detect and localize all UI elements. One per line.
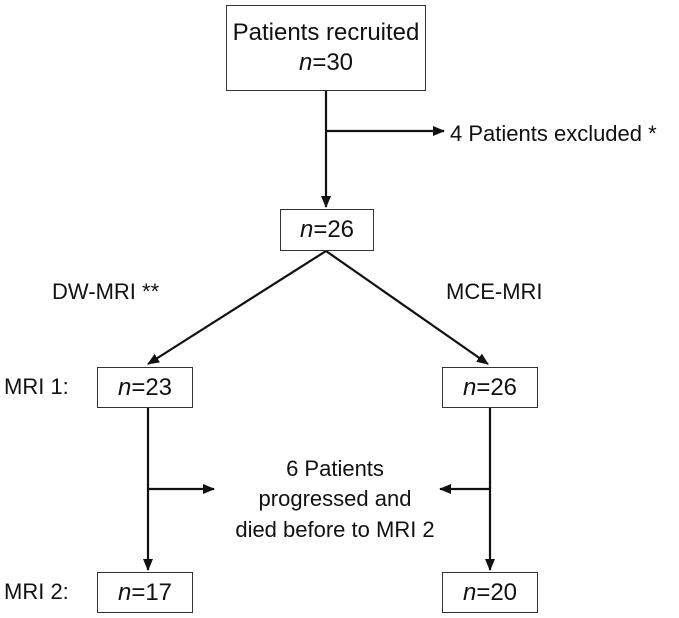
recruited-title: Patients recruited — [232, 19, 420, 46]
progressed-label: 6 Patients progressed and died before to… — [234, 454, 436, 545]
after-exclusion-count: n=26 — [299, 216, 355, 243]
dw-mri-branch-label: DW-MRI ** — [52, 279, 160, 304]
mce-mri1-count: n=26 — [462, 373, 518, 401]
arrow-26-to-mce — [325, 250, 489, 365]
progressed-line-1: 6 Patients — [286, 456, 384, 481]
mri2-row-label: MRI 2: — [4, 579, 69, 604]
progressed-line-3: died before to MRI 2 — [235, 516, 435, 542]
mce-mri1-box: n=26 — [442, 367, 538, 408]
arrow-26-to-dw — [147, 250, 327, 365]
recruited-box: Patients recruited n=30 — [226, 5, 426, 91]
mri1-row-label: MRI 1: — [4, 374, 69, 399]
dw-mri1-count: n=23 — [117, 373, 173, 401]
dw-mri1-box: n=23 — [97, 367, 193, 408]
mce-mri2-box: n=20 — [442, 572, 538, 613]
progressed-line-2: progressed and — [258, 486, 412, 512]
recruited-count: n=30 — [298, 49, 354, 76]
after-exclusion-box: n=26 — [280, 209, 374, 251]
dw-mri2-box: n=17 — [97, 572, 193, 613]
dw-mri2-count: n=17 — [117, 578, 173, 606]
mce-mri2-count: n=20 — [462, 578, 518, 606]
mce-mri-branch-label: MCE-MRI — [446, 279, 543, 304]
excluded-label: 4 Patients excluded * — [450, 121, 657, 146]
